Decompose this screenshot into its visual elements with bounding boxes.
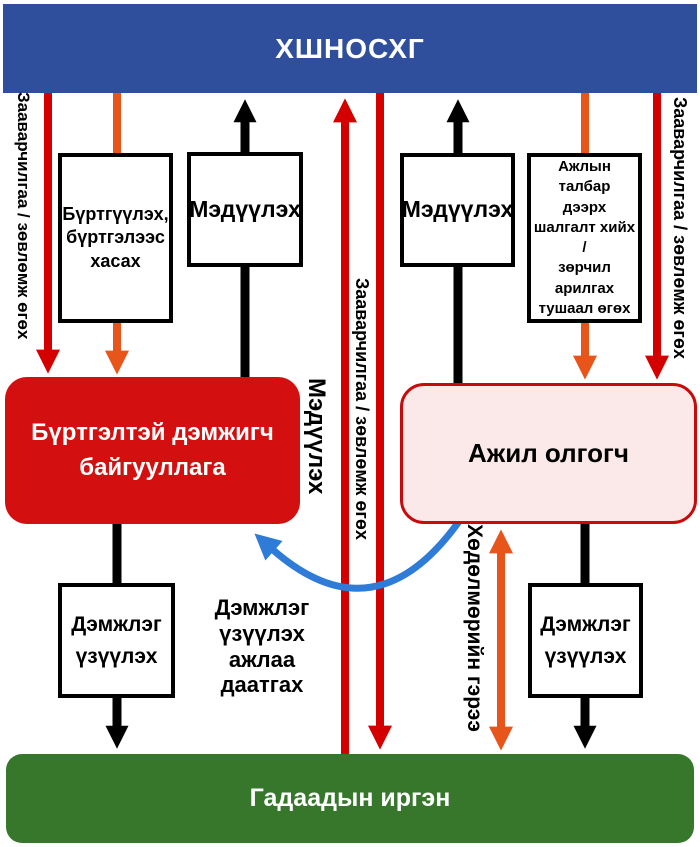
box-employer: Ажил олгогч: [400, 383, 697, 524]
label-guidance-right: Зааварчилгаа / зөвлөмж өгөх: [670, 97, 690, 359]
label-labor-contract: Хөдөлмөрийн гэрээ: [463, 524, 486, 732]
label-declare-middle: Мэдүүлэх: [303, 378, 330, 495]
arrow-entrust-curve: [254, 517, 463, 592]
label-guidance-middle: Зааварчилгаа / зөвлөмж өгөх: [352, 278, 372, 540]
top-bar-regulator: ХШНОСХГ: [3, 4, 697, 93]
box-register: Бүртгүүлэх, бүртгэлээс хасах: [58, 153, 173, 323]
box-support-organization: Бүртгэлтэй дэмжигч байгууллага: [5, 377, 300, 524]
bottom-bar-foreign-citizen: Гадаадын иргэн: [6, 754, 694, 843]
label-guidance-left: Зааварчилгаа / зөвлөмж өгөх: [14, 92, 33, 340]
box-site-inspection: Ажлын талбар дээрх шалгалт хийх / зөрчил…: [527, 153, 642, 323]
box-declare-left: Мэдүүлэх: [187, 152, 303, 267]
label-entrust-support: Дэмжлэг үзүүлэх ажлаа даатгах: [214, 594, 310, 698]
box-declare-right: Мэдүүлэх: [400, 153, 515, 267]
box-support-left: Дэмжлэг үзүүлэх: [58, 583, 175, 698]
box-support-right: Дэмжлэг үзүүлэх: [528, 583, 643, 698]
